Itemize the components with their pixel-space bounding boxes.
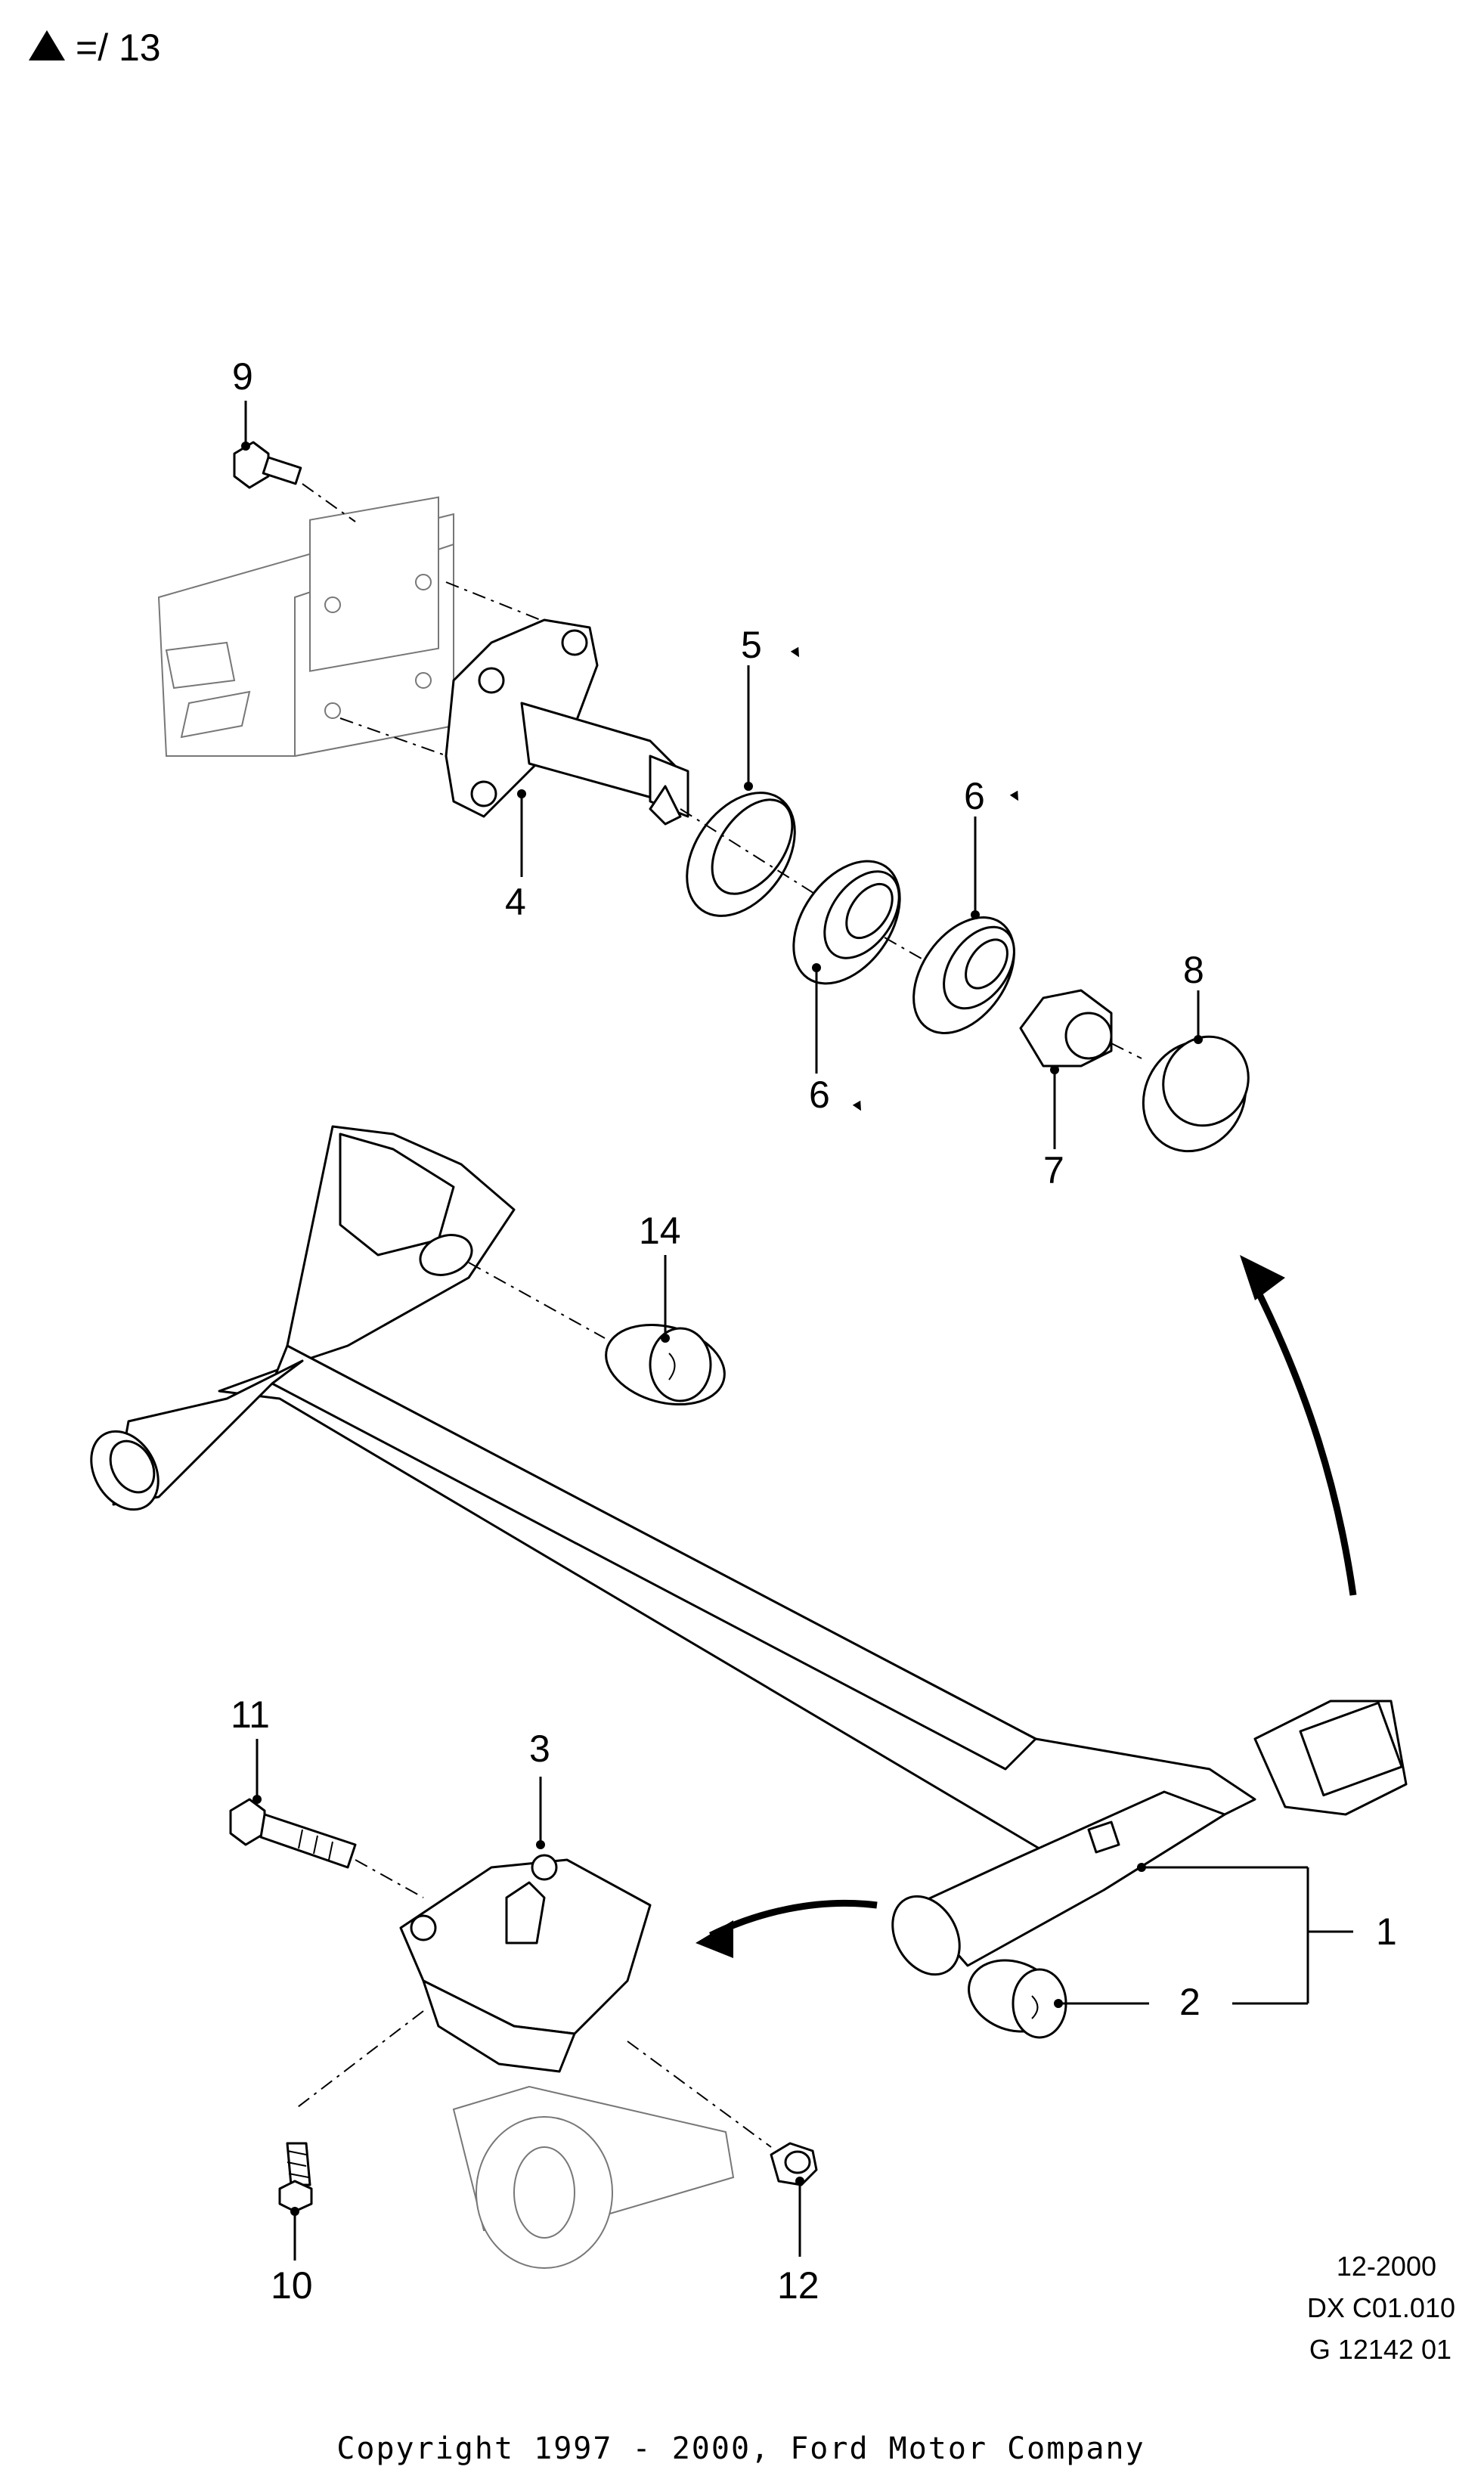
callout-1: 1 [1376,1910,1397,1953]
illustration-code: DX C01.010 [1307,2292,1455,2323]
callout-12: 12 [777,2264,819,2307]
body-bracket-outline [157,496,454,758]
dust-cap-8 [1142,990,1250,1153]
callout-6-upper: 6 [964,775,985,817]
graphic-id: G 12142 01 [1309,2334,1451,2365]
copyright-notice: Copyright 1997 - 2000, Ford Motor Compan… [336,2431,1145,2466]
callout-6-lower: 6 [809,1074,830,1116]
bolt-9 [233,401,302,489]
callout-9: 9 [232,355,253,398]
revision-date: 12-2000 [1337,2251,1436,2282]
callout-3: 3 [529,1728,550,1770]
bushing-2 [968,1959,1149,2039]
lower-bushing-outline [452,2085,735,2269]
triangle-marker-icon [1009,790,1018,801]
callout-11: 11 [231,1693,270,1736]
hub-nut-7 [1019,989,1113,1149]
callout-14: 14 [639,1210,681,1252]
callout-5: 5 [741,624,762,666]
nut-12 [770,2142,818,2257]
stub-axle-4 [445,618,689,877]
curved-arrow-left [696,1899,878,1958]
wheel-bearing-6-outer [912,817,1015,1034]
bushing-14 [605,1255,726,1406]
triangle-marker-icon [852,1100,861,1111]
triangle-marker-icon [790,646,799,658]
grease-seal-5 [686,665,796,917]
callout-8: 8 [1183,949,1204,991]
wheel-bearing-6-inner [792,860,901,1074]
callout-4: 4 [505,881,526,923]
rear-axle-beam-1 [90,1125,1408,2005]
bolt-10 [278,2142,313,2261]
curved-arrow-up [1240,1255,1357,1596]
callout-2: 2 [1179,1981,1201,2023]
triangle-marker-icon [29,30,65,60]
bolt-11 [229,1739,357,1869]
mount-bracket-3 [399,1777,652,2073]
legend: =/ 13 [29,26,161,69]
callout-7: 7 [1043,1149,1064,1191]
callout-10: 10 [271,2264,313,2307]
legend-text: =/ 13 [76,26,161,69]
